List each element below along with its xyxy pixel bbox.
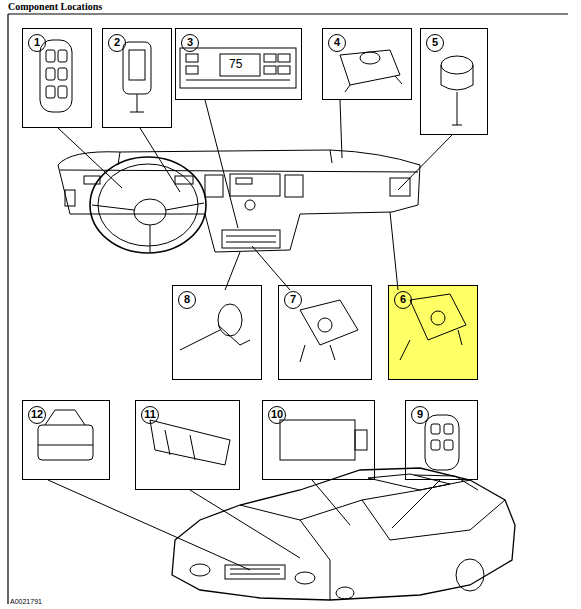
figure-code: A0021791 — [10, 598, 42, 605]
callout-number: 6 — [394, 291, 412, 309]
page-title: Component Locations — [8, 1, 102, 12]
display-reading: 75 — [229, 57, 242, 71]
component-panel: 1 — [22, 28, 92, 128]
callout-number: 7 — [284, 291, 302, 309]
component-panel: 12 — [22, 400, 110, 480]
callout-number: 5 — [426, 34, 444, 52]
callout-number: 1 — [28, 34, 46, 52]
callout-number: 3 — [181, 34, 199, 52]
component-panel: 10 — [262, 400, 375, 480]
callout-number: 11 — [141, 406, 159, 424]
component-panel: 4 — [322, 28, 412, 100]
callout-number: 4 — [328, 34, 346, 52]
component-panel: 6 — [388, 285, 478, 380]
callout-number: 12 — [28, 406, 46, 424]
component-panel: 5 — [420, 28, 488, 135]
component-panel: 8 — [172, 285, 262, 380]
callout-number: 10 — [268, 406, 286, 424]
callout-number: 2 — [108, 34, 126, 52]
callout-number: 8 — [178, 291, 196, 309]
callout-number: 9 — [411, 406, 429, 424]
component-panel: 9 — [405, 400, 478, 480]
component-panel: 2 — [102, 28, 172, 128]
component-panel: 11 — [135, 400, 240, 490]
component-panel: 7 — [278, 285, 372, 380]
